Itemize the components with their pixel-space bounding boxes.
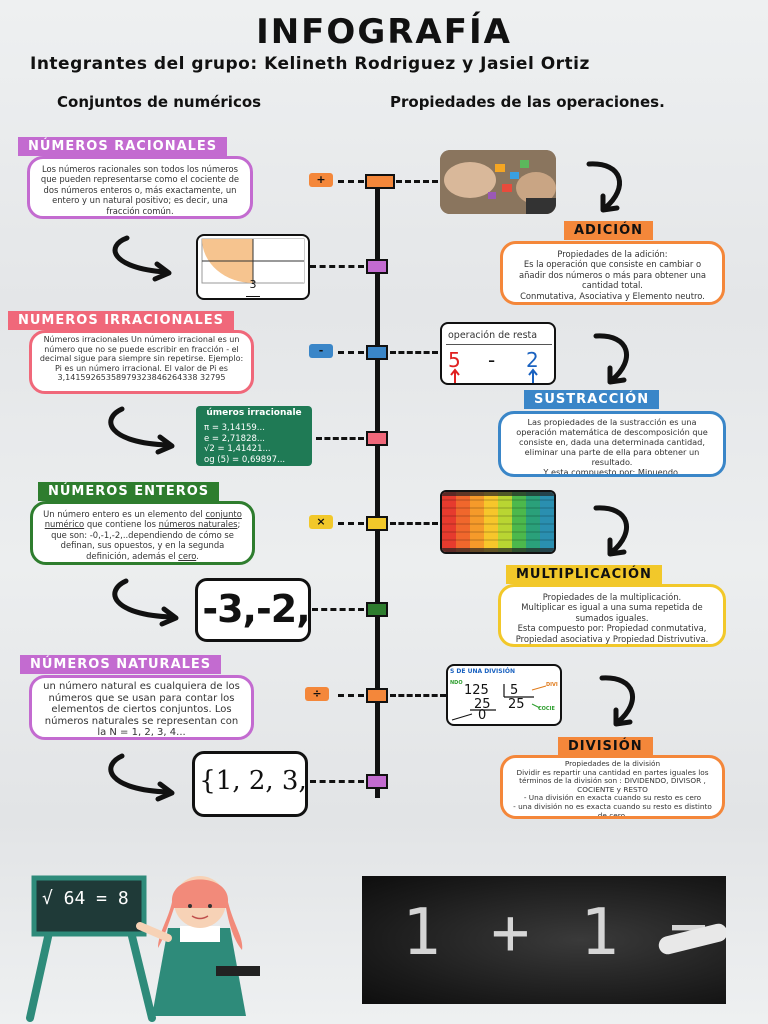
connector-dash — [312, 608, 364, 611]
division-label: DIVISIÓN — [558, 737, 653, 756]
division-product: 25 — [474, 697, 491, 712]
integers-example-card: -3,-2, — [195, 578, 311, 642]
blackboard-photo: 1 + 1 = 3 — [362, 876, 726, 1004]
division-tag-right: DIVI — [546, 682, 558, 688]
plus-symbol: + — [309, 173, 333, 187]
page-title: INFOGRAFÍA — [256, 12, 512, 52]
chalkboard-line: π = 3,14159... — [204, 423, 265, 433]
adicion-text: Propiedades de la adición: Es la operaci… — [500, 241, 725, 305]
connector-dash — [338, 694, 364, 697]
timeline-node-multiplicacion — [366, 516, 388, 531]
fraction-numerator: 3 — [249, 278, 257, 291]
timeline-node-sustraccion — [366, 345, 388, 360]
chalkboard-line: √2 = 1,41421... — [204, 444, 271, 454]
connector-dash — [338, 351, 364, 354]
curved-arrow-icon — [599, 675, 636, 727]
division-tag-left: NDO — [450, 680, 463, 686]
chalkboard-title: úmeros irracionale — [206, 408, 302, 418]
link-conjunto-numerico[interactable]: conjunto numérico — [44, 509, 242, 530]
naturales-label: NÚMEROS NATURALES — [20, 655, 222, 674]
timeline-node-enteros — [366, 602, 388, 617]
racionales-label: NÚMEROS RACIONALES — [18, 137, 228, 156]
multiplicacion-text: Propiedades de la multiplicación. Multip… — [498, 584, 726, 647]
fraction-diagram: 3 4 — [196, 234, 310, 300]
curved-arrow-icon — [593, 505, 630, 557]
timeline-node-naturales — [366, 774, 388, 789]
connector-dash — [338, 180, 364, 183]
connector-dash — [390, 522, 438, 525]
connector-dash — [390, 351, 438, 354]
sustraccion-label: SUSTRACCIÓN — [524, 390, 660, 409]
group-members: Integrantes del grupo: Kelineth Rodrigue… — [30, 54, 590, 74]
curved-arrow-icon — [108, 753, 175, 802]
link-cero[interactable]: cero — [178, 550, 197, 561]
blackboard-equation: 1 + 1 = 3 — [402, 896, 726, 970]
left-column-heading: Conjuntos de numéricos — [57, 93, 262, 111]
link-numeros-naturales[interactable]: números naturales — [158, 519, 238, 530]
adicion-label: ADICIÓN — [564, 221, 653, 240]
curved-arrow-icon — [586, 161, 623, 213]
integers-example: -3,-2, — [202, 587, 310, 631]
subtraction-card: operación de resta 5 - 2 — [440, 322, 556, 385]
timeline-node-racionales — [366, 259, 388, 274]
dividend: 125 — [464, 683, 489, 698]
connector-dash — [310, 780, 364, 783]
timeline-node-irracionales — [366, 431, 388, 446]
connector-dash — [396, 180, 438, 183]
irracionales-text: Números irracionales Un número irraciona… — [29, 330, 254, 394]
racionales-text: Los números racionales son todos los núm… — [27, 156, 253, 219]
naturales-text: un número natural es cualquiera de los n… — [29, 675, 254, 740]
subtraction-sign: - — [488, 348, 496, 372]
division-tag-bottom: COCIE — [538, 706, 555, 712]
division-bracket — [451, 684, 547, 721]
girl-teacher-illustration — [26, 875, 260, 1022]
minus-symbol: - — [309, 344, 333, 358]
connector-dash — [338, 522, 364, 525]
irracionales-label: NUMEROS IRRACIONALES — [8, 311, 235, 330]
subtraction-card-title: operación de resta — [448, 330, 538, 341]
connector-dash — [390, 694, 446, 697]
naturals-example: {1, 2, 3, — [199, 766, 307, 796]
addition-photo — [440, 150, 556, 214]
timeline-node-adicion — [365, 174, 395, 189]
times-symbol: × — [309, 515, 333, 529]
chalkboard-line: og (5) = 0,69897... — [204, 454, 286, 465]
division-text: Propiedades de la división Dividir es re… — [500, 755, 725, 819]
chalkboard-line: e = 2,71828... — [204, 433, 266, 444]
right-column-heading: Propiedades de las operaciones. — [390, 93, 665, 111]
curved-arrow-icon — [593, 333, 630, 385]
curved-arrow-icon — [108, 406, 175, 455]
division-card: S DE UNA DIVISIÓN NDO DIVI COCIE 125 5 2… — [446, 664, 562, 726]
minuend: 5 — [448, 348, 461, 372]
multiplication-table-image — [440, 490, 556, 554]
enteros-label: NÚMEROS ENTEROS — [38, 482, 220, 501]
irrational-chalkboard: úmeros irracionale π = 3,14159... e = 2,… — [196, 406, 312, 466]
fraction-denominator: 4 — [250, 296, 257, 298]
divide-symbol: ÷ — [305, 687, 329, 701]
chalkboard-sqrt-text: √ 64 = 8 — [42, 888, 129, 909]
divisor: 5 — [510, 683, 519, 698]
connector-dash — [316, 437, 364, 440]
sustraccion-text: Las propiedades de la sustracción es una… — [498, 411, 726, 477]
multiplicacion-label: MULTIPLICACIÓN — [506, 565, 662, 584]
quotient: 25 — [508, 697, 525, 712]
timeline-line — [375, 178, 380, 798]
connector-dash — [310, 265, 364, 268]
curved-arrow-icon — [112, 578, 179, 627]
enteros-text: Un número entero es un elemento del conj… — [30, 501, 255, 565]
division-card-title: S DE UNA DIVISIÓN — [450, 668, 515, 675]
subtrahend: 2 — [526, 348, 539, 372]
timeline-node-division — [366, 688, 388, 703]
up-arrow-icon — [450, 368, 538, 383]
naturals-example-card: {1, 2, 3, — [192, 751, 308, 817]
remainder: 0 — [478, 708, 487, 723]
curved-arrow-icon — [112, 235, 172, 282]
